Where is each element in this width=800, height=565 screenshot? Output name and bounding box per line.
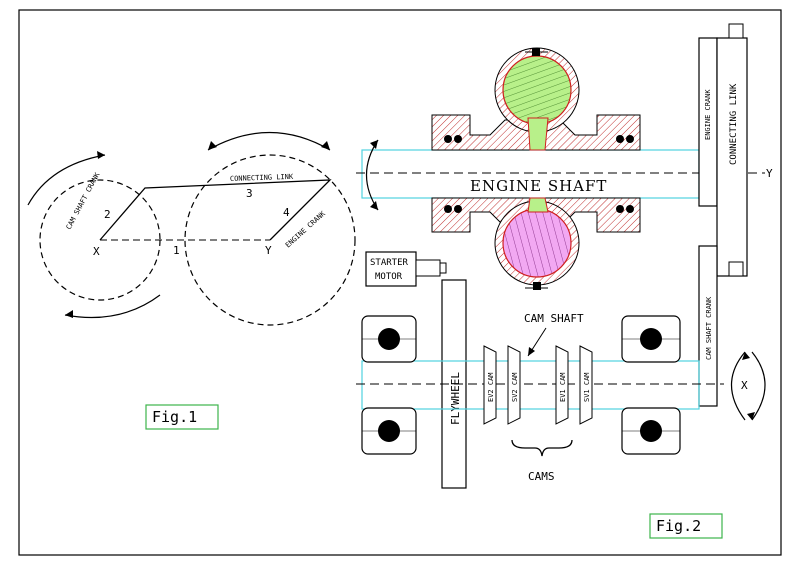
rotation-arrow-icon bbox=[27, 154, 106, 206]
fig-2-label: Fig.2 bbox=[656, 517, 701, 535]
link-number-4: 4 bbox=[283, 206, 290, 219]
cam-shaft-crank-vertical-label: CAM SHAFT CRANK bbox=[705, 296, 713, 360]
cam-shaft-bearing-right bbox=[621, 315, 681, 455]
lower-piston bbox=[502, 208, 572, 278]
arrowhead-icon bbox=[321, 141, 330, 150]
connecting-link-label: CONNECTING LINK bbox=[230, 173, 294, 183]
cam-shaft-label: CAM SHAFT bbox=[524, 312, 584, 325]
fig-1-label-box bbox=[145, 404, 219, 430]
link-pin-bottom bbox=[728, 261, 744, 277]
frame-border bbox=[18, 9, 782, 556]
rotation-arrow-icon bbox=[731, 351, 746, 421]
cam-sv2-label: SV2 CAM bbox=[511, 372, 519, 402]
arrowhead-icon bbox=[528, 347, 535, 356]
point-y-label: Y bbox=[265, 244, 272, 257]
rotation-arrow-icon bbox=[751, 351, 766, 421]
engine-crank-label: ENGINE CRANK bbox=[284, 209, 328, 249]
connecting-link-vertical-label: CONNECTING LINK bbox=[729, 83, 739, 165]
flywheel-label: FLYWHEEL bbox=[449, 372, 462, 425]
engine-crank-circle bbox=[184, 154, 356, 326]
engine-crank-vertical-label: ENGINE CRANK bbox=[704, 89, 712, 140]
link-number-3: 3 bbox=[246, 187, 253, 200]
rotation-arrow-icon bbox=[64, 294, 161, 319]
starter-motor-shaft bbox=[415, 259, 441, 277]
axis-x-label: X bbox=[741, 379, 748, 392]
link-pin-top bbox=[728, 23, 744, 39]
connecting-link-bar bbox=[716, 37, 748, 277]
cam-sv1-label: SV1 CAM bbox=[583, 372, 591, 402]
point-x-label: X bbox=[93, 245, 100, 258]
starter-motor-label-1: STARTER bbox=[370, 258, 409, 268]
cam-sv2 bbox=[507, 345, 521, 425]
cam-shaft-crank-label: CAM SHAFT CRANK bbox=[65, 171, 102, 231]
arrowhead-icon bbox=[370, 140, 378, 149]
cam-shaft bbox=[361, 360, 700, 410]
arrowhead-icon bbox=[65, 310, 73, 318]
oscillation-arrow-icon bbox=[207, 131, 331, 151]
link-number-1: 1 bbox=[173, 244, 180, 257]
upper-piston bbox=[502, 55, 572, 125]
starter-motor bbox=[365, 251, 417, 287]
fig-1-label: Fig.1 bbox=[152, 408, 197, 426]
arrowhead-icon bbox=[370, 201, 378, 210]
arrowhead-icon bbox=[208, 141, 217, 150]
cams-label: CAMS bbox=[528, 470, 555, 483]
cam-shaft-bearing-left bbox=[361, 315, 417, 455]
link-number-2: 2 bbox=[104, 208, 111, 221]
lower-valve bbox=[533, 282, 541, 290]
arrowhead-icon bbox=[742, 352, 750, 360]
axis-y-label: Y bbox=[766, 167, 773, 180]
engine-shaft-label: ENGINE SHAFT bbox=[470, 177, 607, 195]
cam-ev2 bbox=[483, 345, 497, 425]
cam-sv1 bbox=[579, 345, 593, 425]
cam-ev2-label: EV2 CAM bbox=[487, 372, 495, 402]
figure-1: X Y 1 2 3 4 CAM SHAFT CRANK CONNECTING L… bbox=[27, 131, 356, 430]
cam-shaft-crank-bar bbox=[698, 245, 718, 407]
cam-ev1-label: EV1 CAM bbox=[559, 372, 567, 402]
starter-motor-label-2: MOTOR bbox=[375, 272, 403, 282]
cams-brace bbox=[511, 439, 573, 457]
bearing-balls bbox=[444, 135, 634, 213]
figure-2: ENGINE SHAFT Y ENGINE CRANK bbox=[356, 23, 773, 539]
arrowhead-icon bbox=[747, 412, 755, 420]
four-bar-links bbox=[99, 179, 332, 241]
arrowhead-icon bbox=[97, 151, 105, 159]
lower-piston-arm bbox=[527, 197, 549, 213]
fig-2-label-box bbox=[649, 513, 723, 539]
cam-ev1 bbox=[555, 345, 569, 425]
upper-piston-arm bbox=[527, 117, 549, 151]
